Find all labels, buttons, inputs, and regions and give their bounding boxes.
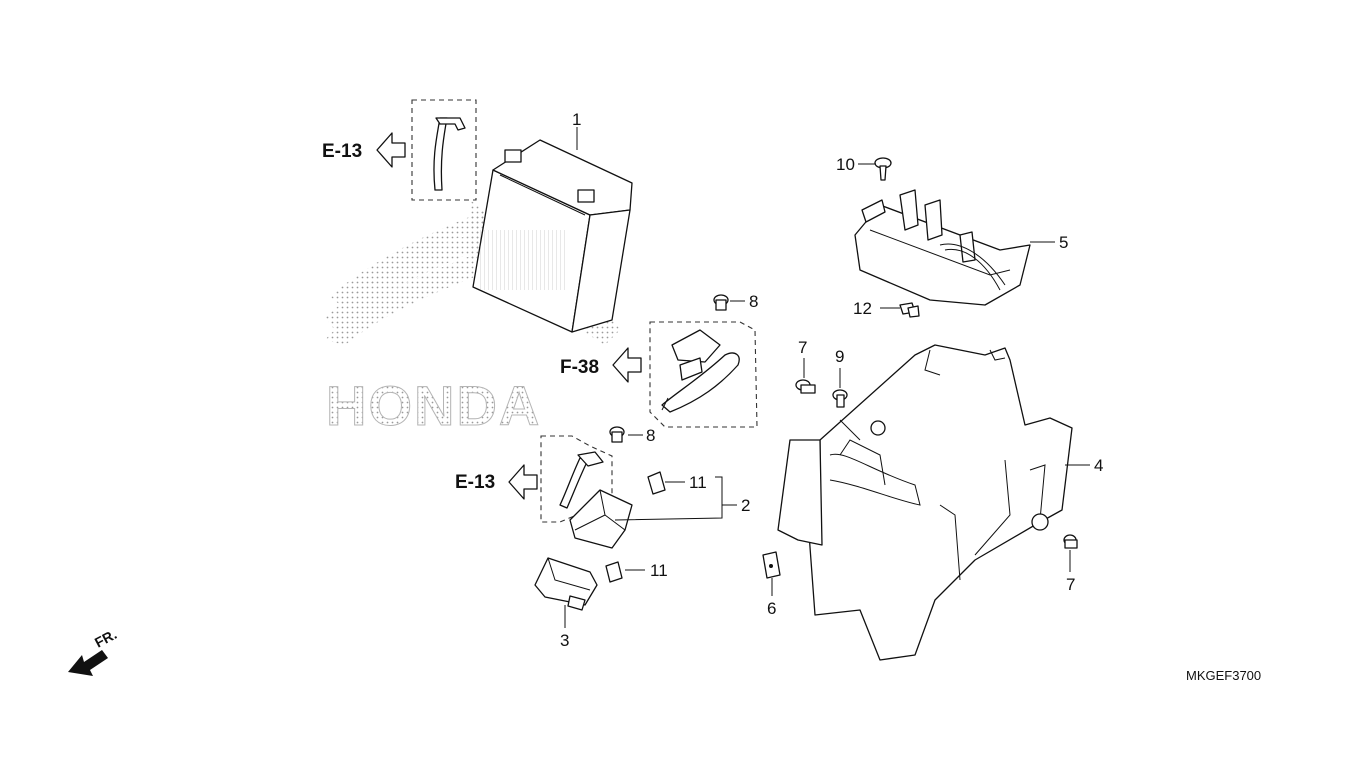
leader-lines [564, 127, 1090, 628]
part-label-11-lower: 11 [650, 561, 668, 580]
battery-case-part-4 [777, 344, 1073, 661]
honda-watermark-text: HONDA [326, 374, 541, 437]
reference-f38: F-38 [560, 357, 599, 378]
bolt-part-7-right [1063, 534, 1078, 549]
part-label-1: 1 [572, 110, 581, 129]
part-label-7-right: 7 [1066, 575, 1075, 594]
cable-box-bottom [540, 435, 613, 523]
bolt-part-8-top [713, 294, 729, 311]
part-label-5: 5 [1059, 233, 1068, 252]
part-label-9: 9 [835, 347, 844, 366]
bolt-part-8-lower [609, 426, 625, 443]
positive-cable [433, 117, 466, 191]
reference-e13-top: E-13 [322, 141, 362, 162]
reference-arrow-f38 [612, 347, 642, 383]
front-direction-arrow [68, 650, 108, 676]
part-label-6: 6 [767, 599, 776, 618]
negative-cable [559, 451, 604, 509]
part-label-8-top: 8 [749, 292, 758, 311]
connector-box-f38 [649, 321, 758, 428]
drawing-code: MKGEF3700 [1186, 668, 1261, 683]
bolt-part-7-left [795, 379, 816, 394]
clip-part-6 [762, 551, 781, 579]
part-label-11-upper: 11 [689, 473, 707, 492]
fuse-part-11-lower [605, 561, 623, 583]
part-label-4: 4 [1094, 456, 1103, 475]
part-label-8-lower: 8 [646, 426, 655, 445]
fuse-part-12 [899, 302, 920, 318]
part-label-7-left: 7 [798, 338, 807, 357]
reference-arrow-e13-bottom [508, 464, 538, 500]
battery-tray-part [854, 189, 1031, 306]
cable-box-top [411, 99, 477, 201]
part-label-12: 12 [853, 299, 872, 318]
screw-part-9 [832, 389, 848, 408]
screw-part-10 [874, 157, 892, 181]
part-label-10: 10 [836, 155, 855, 174]
fuse-part-11-upper [647, 471, 666, 495]
battery-part [472, 139, 633, 333]
wire-connector [661, 329, 740, 413]
fuse-box-part-2 [569, 489, 633, 549]
reference-e13-bottom: E-13 [455, 472, 495, 493]
part-label-3: 3 [560, 631, 569, 650]
fuse-cover-part-3 [534, 557, 598, 611]
part-label-2: 2 [741, 496, 750, 515]
reference-arrow-e13-top [376, 132, 406, 168]
front-direction-label: FR. [92, 626, 119, 651]
